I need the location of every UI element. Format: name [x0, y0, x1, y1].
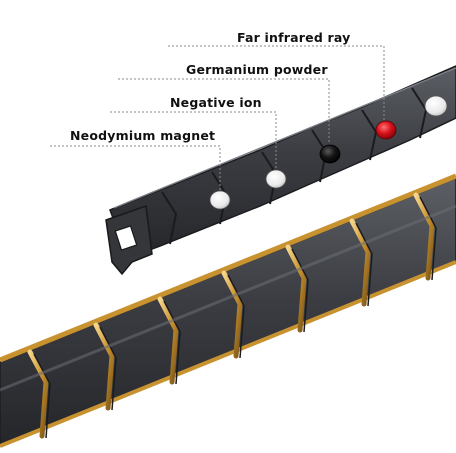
germanium-stone	[375, 120, 397, 140]
magnet-stone	[265, 169, 287, 189]
label-far-infrared-ray: Far infrared ray	[237, 30, 351, 45]
label-germanium-powder: Germanium powder	[186, 62, 328, 77]
label-neodymium-magnet: Neodymium magnet	[70, 128, 216, 143]
lower-band	[0, 173, 456, 448]
label-negative-ion: Negative ion	[170, 95, 262, 110]
leader-lines	[50, 45, 385, 190]
magnet-stone	[209, 190, 231, 210]
upper-band	[105, 65, 456, 276]
infrared-stone	[424, 95, 448, 117]
ion-stone	[319, 144, 341, 164]
